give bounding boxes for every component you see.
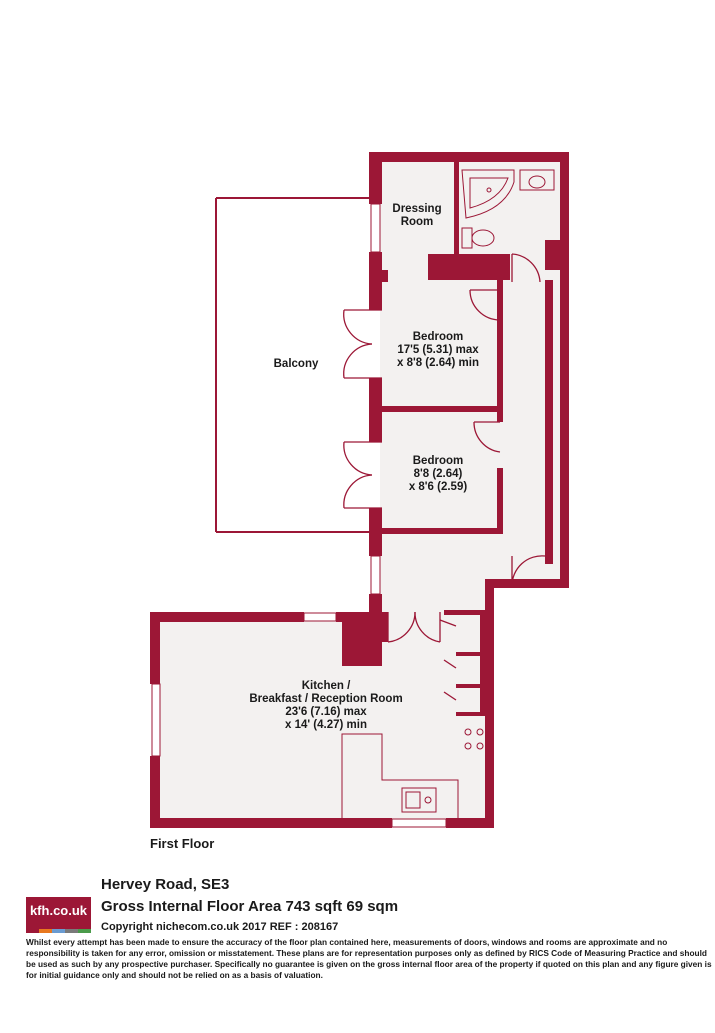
- room-bedroom2-dim2: x 8'6 (2.59): [409, 481, 468, 493]
- room-bedroom1-dim2: x 8'8 (2.64) min: [397, 357, 479, 369]
- room-dressing-name: Dressing: [392, 203, 441, 215]
- floor-area: Gross Internal Floor Area 743 sqft 69 sq…: [101, 898, 399, 915]
- room-labels: Dressing Room Bedroom 17'5 (5.31) max x …: [249, 203, 479, 731]
- logo-bar-4: [65, 929, 78, 933]
- logo-bar-3: [52, 929, 65, 933]
- logo-bar-5: [78, 929, 91, 933]
- kfh-logo: kfh.co.uk: [26, 897, 91, 933]
- walls: [150, 152, 569, 828]
- room-kitchen-name2: Breakfast / Reception Room: [249, 693, 402, 705]
- logo-text: kfh.co.uk: [29, 903, 88, 918]
- bath-fittings: [461, 169, 555, 249]
- disclaimer: Whilst every attempt has been made to en…: [26, 937, 712, 980]
- room-bedroom2-name: Bedroom: [413, 455, 463, 467]
- floor-label: First Floor: [150, 836, 215, 851]
- room-balcony-name: Balcony: [274, 358, 319, 370]
- room-kitchen-name: Kitchen /: [302, 680, 351, 692]
- room-kitchen-dim2: x 14' (4.27) min: [285, 719, 367, 731]
- logo-bar-1: [26, 929, 39, 933]
- property-address: Hervey Road, SE3: [101, 876, 230, 893]
- balcony: [215, 197, 372, 533]
- room-kitchen-dim1: 23'6 (7.16) max: [285, 706, 367, 718]
- windows: [151, 203, 447, 828]
- kitchen-fittings: [341, 728, 484, 818]
- logo-bar-2: [39, 929, 52, 933]
- room-bedroom1-name: Bedroom: [413, 331, 463, 343]
- doors: [343, 253, 546, 701]
- room-dressing-name2: Room: [401, 216, 434, 228]
- room-bedroom1-dim1: 17'5 (5.31) max: [397, 344, 479, 356]
- copyright: Copyright nichecom.co.uk 2017 REF : 2081…: [101, 921, 339, 933]
- room-bedroom2-dim1: 8'8 (2.64): [414, 468, 463, 480]
